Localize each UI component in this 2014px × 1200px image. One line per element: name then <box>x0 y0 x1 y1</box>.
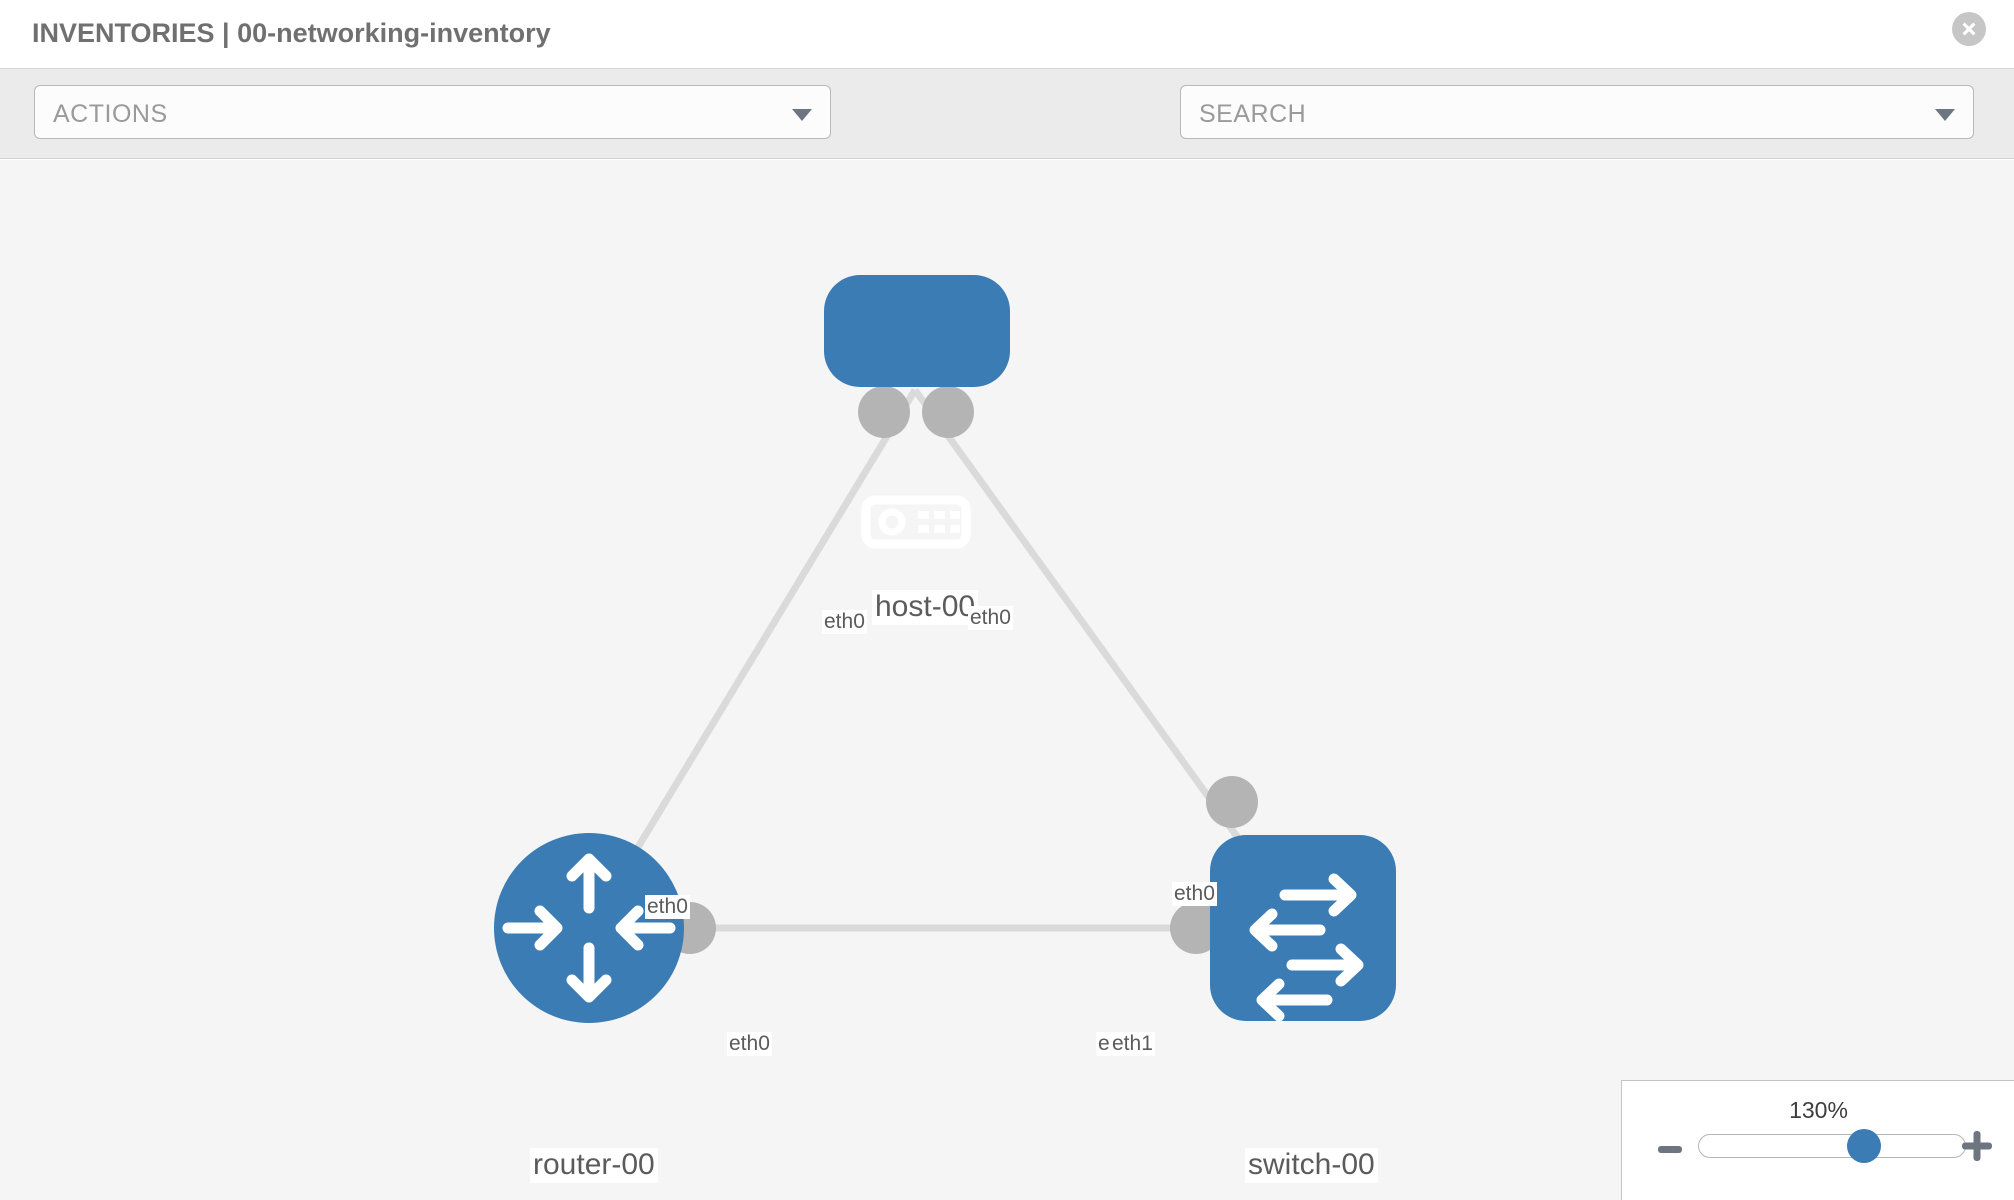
page-header: INVENTORIES | 00-networking-inventory <box>0 0 2014 69</box>
topology-links <box>586 387 1306 932</box>
node-label-host-00: host-00 <box>872 590 979 625</box>
port-switch-eth1 <box>1170 902 1222 954</box>
node-host-00 <box>824 275 1010 549</box>
zoom-slider-track[interactable] <box>1698 1134 1966 1158</box>
switch-arrows-icon <box>1249 873 1364 1022</box>
server-device-icon <box>861 495 971 549</box>
node-label-router-00: router-00 <box>530 1148 658 1183</box>
port-host-eth0-right <box>922 386 974 438</box>
node-router-00 <box>494 833 684 1023</box>
node-label-switch-00: switch-00 <box>1245 1148 1378 1183</box>
topology-canvas[interactable]: host-00 router-00 switch-00 eth0 eth0 et… <box>0 160 2014 1200</box>
actions-dropdown-label: ACTIONS <box>53 100 168 128</box>
edge-label-host-eth0-right: eth0 <box>968 606 1013 631</box>
minus-icon[interactable] <box>1657 1136 1683 1162</box>
search-placeholder: SEARCH <box>1199 100 1307 128</box>
edge-label-switch-eth1: eth1 <box>1110 1032 1155 1057</box>
edge-label-host-eth0-left: eth0 <box>822 610 867 635</box>
zoom-slider-handle[interactable] <box>1847 1129 1881 1163</box>
topology-ports <box>664 386 1258 954</box>
zoom-control-panel: 130% <box>1621 1080 2014 1200</box>
plus-icon[interactable] <box>1960 1129 1994 1163</box>
toolbar: ACTIONS SEARCH <box>0 69 2014 201</box>
router-arrows-icon <box>502 853 676 1003</box>
chevron-down-icon <box>1935 109 1955 121</box>
search-input[interactable]: SEARCH <box>1180 85 1974 139</box>
edge-label-switch-eth0-uplink: eth0 <box>1172 882 1217 907</box>
node-switch-00 <box>1210 835 1396 1022</box>
close-icon[interactable] <box>1952 12 1986 46</box>
port-switch-eth0 <box>1206 776 1258 828</box>
link-host-router <box>586 388 918 930</box>
chevron-down-icon <box>792 109 812 121</box>
page-title: INVENTORIES | 00-networking-inventory <box>32 18 551 48</box>
actions-dropdown[interactable]: ACTIONS <box>34 85 831 139</box>
port-host-eth0-left <box>858 386 910 438</box>
edge-label-router-eth0-uplink: eth0 <box>645 895 690 920</box>
edge-label-router-eth0: eth0 <box>727 1032 772 1057</box>
topology-graph <box>494 275 1396 1023</box>
zoom-percent-label: 130% <box>1789 1097 1848 1123</box>
